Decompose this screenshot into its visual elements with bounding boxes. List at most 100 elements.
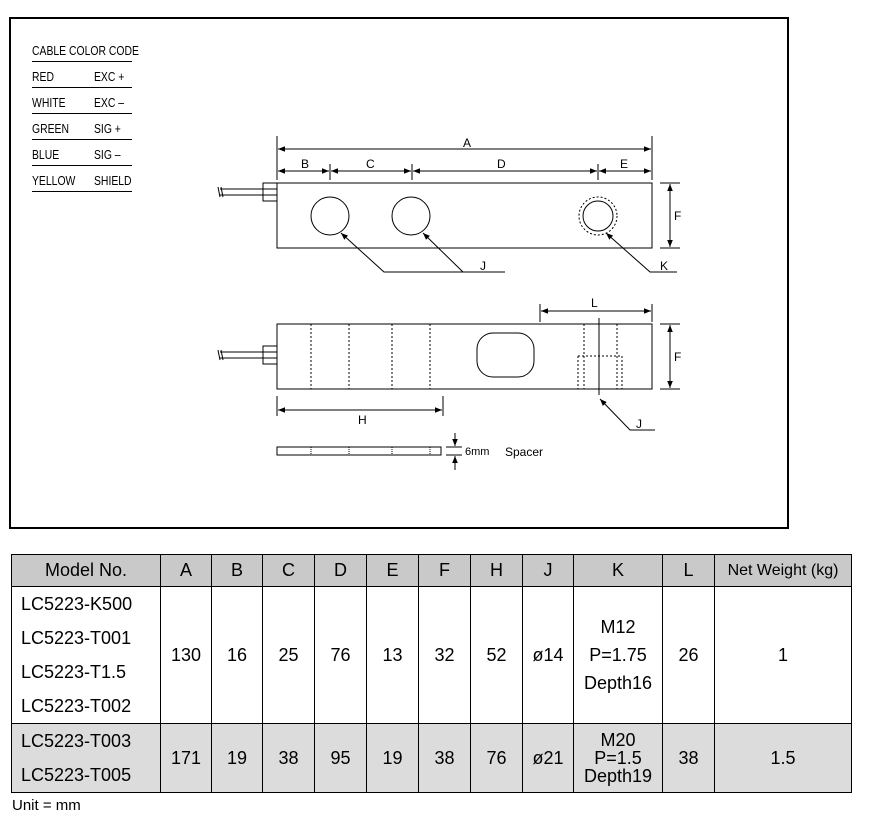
cell-k: M20 P=1.5 Depth19 <box>573 723 663 793</box>
legend-signal: SIG – <box>94 147 121 162</box>
legend-color: GREEN <box>32 121 69 136</box>
load-hole <box>582 200 614 232</box>
model-name: LC5223-T002 <box>21 696 132 716</box>
cell-k: M12 P=1.75 Depth16 <box>573 586 663 724</box>
label-j2: J <box>636 417 642 431</box>
header-cell: Net Weight (kg) <box>714 554 852 587</box>
bending-window <box>476 332 535 378</box>
cell-weight: 1 <box>714 586 852 724</box>
header-cell: F <box>418 554 471 587</box>
leader-k <box>605 232 677 273</box>
label-l: L <box>591 296 598 310</box>
label-d: D <box>497 157 506 171</box>
spacer-label: Spacer <box>505 445 543 459</box>
k-pitch: P=1.75 <box>589 645 647 665</box>
legend-signal: SIG + <box>94 121 121 136</box>
legend-signal: EXC + <box>94 69 125 84</box>
table-header-row: Model No. A B C D E F H J K L Net Weight… <box>11 554 852 587</box>
leader-j <box>340 232 505 273</box>
cell-d: 76 <box>314 586 367 724</box>
mount-hole <box>391 196 431 236</box>
label-e: E <box>620 157 628 171</box>
model-name: LC5223-T001 <box>21 628 132 648</box>
cell-a: 171 <box>160 723 212 793</box>
table-row: LC5223-T003 LC5223-T005 171 19 38 95 19 … <box>11 723 852 793</box>
model-name: LC5223-T005 <box>21 765 132 785</box>
header-cell: Model No. <box>11 554 161 587</box>
legend-color: RED <box>32 69 54 84</box>
cell-f: 38 <box>418 723 471 793</box>
cell-l: 26 <box>662 586 715 724</box>
cable-color-legend: CABLE COLOR CODE RED EXC + WHITE EXC – GRE… <box>32 36 139 192</box>
cell-c: 25 <box>262 586 315 724</box>
header-cell: L <box>662 554 715 587</box>
legend-color: YELLOW <box>32 173 76 188</box>
side-view <box>217 304 680 431</box>
legend-row: GREEN SIG + <box>32 114 132 140</box>
load-hole-thread <box>578 196 618 236</box>
cell-weight: 1.5 <box>714 723 852 793</box>
header-cell: K <box>573 554 663 587</box>
cell-d: 95 <box>314 723 367 793</box>
label-a: A <box>463 136 471 150</box>
label-b: B <box>301 157 309 171</box>
k-depth: Depth16 <box>583 673 653 693</box>
cable-gland-side <box>262 345 278 365</box>
cell-j: ø14 <box>522 586 574 724</box>
model-name: LC5223-K500 <box>21 594 133 614</box>
cell-c: 38 <box>262 723 315 793</box>
spacer-view <box>276 433 462 470</box>
cell-f: 32 <box>418 586 471 724</box>
label-f2: F <box>674 350 681 364</box>
unit-note: Unit = mm <box>12 797 81 814</box>
legend-row: BLUE SIG – <box>32 140 132 166</box>
model-name: LC5223-T003 <box>21 731 132 751</box>
header-cell: H <box>470 554 523 587</box>
k-depth: Depth19 <box>583 766 653 786</box>
legend-signal: SHIELD <box>94 173 132 188</box>
label-k: K <box>660 259 668 273</box>
cell-b: 19 <box>211 723 263 793</box>
legend-row: WHITE EXC – <box>32 88 132 114</box>
legend-signal: EXC – <box>94 95 125 110</box>
model-list: LC5223-T003 LC5223-T005 <box>11 723 161 793</box>
spacer-plate <box>276 446 442 456</box>
legend-color: BLUE <box>32 147 60 162</box>
header-cell: D <box>314 554 367 587</box>
legend-title-row: CABLE COLOR CODE <box>32 36 139 62</box>
label-h: H <box>358 413 367 427</box>
cell-l: 38 <box>662 723 715 793</box>
k-thread: M12 <box>600 617 636 637</box>
legend-color: WHITE <box>32 95 66 110</box>
header-cell: B <box>211 554 263 587</box>
label-c: C <box>366 157 375 171</box>
k-thread: M20 <box>600 730 636 750</box>
header-cell: J <box>522 554 574 587</box>
legend-title: CABLE COLOR CODE <box>32 43 139 58</box>
cell-b: 16 <box>211 586 263 724</box>
cell-h: 76 <box>470 723 523 793</box>
cell-e: 13 <box>366 586 419 724</box>
specification-table: Model No. A B C D E F H J K L Net Weight… <box>11 554 852 793</box>
drawing-frame <box>9 17 789 529</box>
cell-h: 52 <box>470 586 523 724</box>
load-cell-technical-drawing: A B C D E F J K L F H J 6mm Spacer <box>217 136 681 470</box>
header-cell: E <box>366 554 419 587</box>
load-cell-body-top <box>276 182 653 249</box>
cell-a: 130 <box>160 586 212 724</box>
header-cell: A <box>160 554 212 587</box>
table-row: LC5223-K500 LC5223-T001 LC5223-T1.5 LC52… <box>11 586 852 724</box>
label-j: J <box>480 259 486 273</box>
model-name: LC5223-T1.5 <box>21 662 127 682</box>
leader-j-side <box>599 398 655 431</box>
label-f: F <box>674 209 681 223</box>
legend-row: RED EXC + <box>32 62 132 88</box>
legend-row: YELLOW SHIELD <box>32 166 132 192</box>
spacer-thickness: 6mm <box>465 446 489 458</box>
header-cell: C <box>262 554 315 587</box>
top-view <box>217 136 680 273</box>
mount-hole <box>310 196 350 236</box>
k-pitch: P=1.5 <box>594 748 642 768</box>
cell-j: ø21 <box>522 723 574 793</box>
cell-e: 19 <box>366 723 419 793</box>
